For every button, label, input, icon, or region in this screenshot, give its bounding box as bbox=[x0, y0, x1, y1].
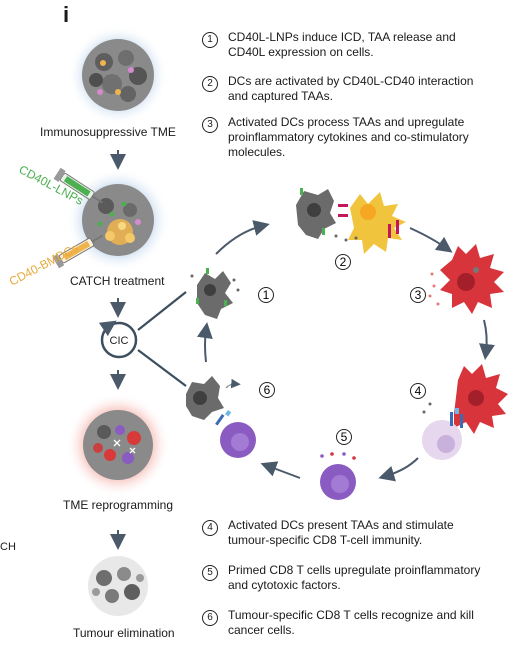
cycle-marker-1: 1 bbox=[258, 287, 274, 303]
tumour-tme-illustration bbox=[68, 25, 168, 125]
cycle-marker-6: 6 bbox=[259, 382, 275, 398]
step-1: 1 CD40L-LNPs induce ICD, TAA release and… bbox=[202, 30, 490, 60]
cycle-cell-5-primed-t-cell bbox=[320, 452, 356, 500]
cycle-arrow-1-2 bbox=[215, 220, 270, 255]
step-3: 3 Activated DCs process TAAs and upregul… bbox=[202, 115, 500, 160]
cic-label: CIC bbox=[110, 335, 129, 347]
cycle-arrow-4-5 bbox=[378, 457, 419, 482]
step-2: 2 DCs are activated by CD40L-CD40 intera… bbox=[202, 74, 478, 104]
step-number: 5 bbox=[202, 565, 218, 581]
step-6: 6 Tumour-specific CD8 T cells recognize … bbox=[202, 608, 488, 638]
svg-text:3: 3 bbox=[415, 288, 422, 302]
tme-reprogramming-tumour bbox=[66, 393, 170, 497]
cropped-text-fragment: CH bbox=[0, 541, 16, 553]
stage-label-catch-treatment: CATCH treatment bbox=[70, 274, 165, 288]
stage-label-tumour-elimination: Tumour elimination bbox=[73, 626, 175, 640]
step-text: Primed CD8 T cells upregulate proinflamm… bbox=[228, 563, 481, 592]
svg-text:1: 1 bbox=[263, 288, 270, 302]
svg-text:4: 4 bbox=[415, 384, 422, 398]
step-text: DCs are activated by CD40L-CD40 interact… bbox=[228, 74, 474, 103]
step-text: Activated DCs present TAAs and stimulate… bbox=[228, 518, 454, 547]
cycle-arrow-5-6 bbox=[260, 461, 301, 479]
cycle-cell-3-activated-dc bbox=[428, 244, 504, 314]
cycle-marker-2: 2 bbox=[335, 254, 351, 270]
cycle-marker-3: 3 bbox=[410, 287, 426, 303]
panel-letter: i bbox=[63, 2, 70, 27]
cycle-cell-4-antigen-presentation bbox=[422, 364, 508, 460]
cic-node bbox=[98, 291, 187, 387]
cycle-cell-6-tumour-killing bbox=[186, 376, 256, 458]
step-number: 3 bbox=[202, 117, 218, 133]
cycle-arrow-6-1 bbox=[196, 322, 213, 363]
cycle-cell-1-dying-tumour bbox=[190, 268, 240, 319]
cycle-arrow-3-4 bbox=[479, 319, 495, 360]
step-4: 4 Activated DCs present TAAs and stimula… bbox=[202, 518, 498, 548]
step-5: 5 Primed CD8 T cells upregulate proinfla… bbox=[202, 563, 488, 593]
svg-text:5: 5 bbox=[341, 430, 348, 444]
cycle-marker-5: 5 bbox=[336, 429, 352, 445]
step-text: CD40L-LNPs induce ICD, TAA release and C… bbox=[228, 30, 456, 59]
step-number: 6 bbox=[202, 610, 218, 626]
step-text: Activated DCs process TAAs and upregulat… bbox=[228, 115, 469, 159]
svg-text:6: 6 bbox=[264, 383, 271, 397]
stage-label-immunosuppressive: Immunosuppressive TME bbox=[40, 125, 176, 139]
step-number: 1 bbox=[202, 32, 218, 48]
lnp-syringe-icon bbox=[53, 167, 103, 204]
step-number: 2 bbox=[202, 76, 218, 92]
cycle-cell-2-dc-activation bbox=[296, 188, 406, 254]
cycle-arrow-2-3 bbox=[409, 227, 453, 253]
stage-label-tme-reprogramming: TME reprogramming bbox=[63, 498, 174, 512]
step-number: 4 bbox=[202, 520, 218, 536]
cycle-marker-4: 4 bbox=[410, 383, 426, 399]
tumour-elimination-debris bbox=[88, 556, 148, 616]
step-text: Tumour-specific CD8 T cells recognize an… bbox=[228, 608, 474, 637]
bmdc-syringe-icon bbox=[52, 234, 104, 269]
svg-text:2: 2 bbox=[340, 255, 347, 269]
